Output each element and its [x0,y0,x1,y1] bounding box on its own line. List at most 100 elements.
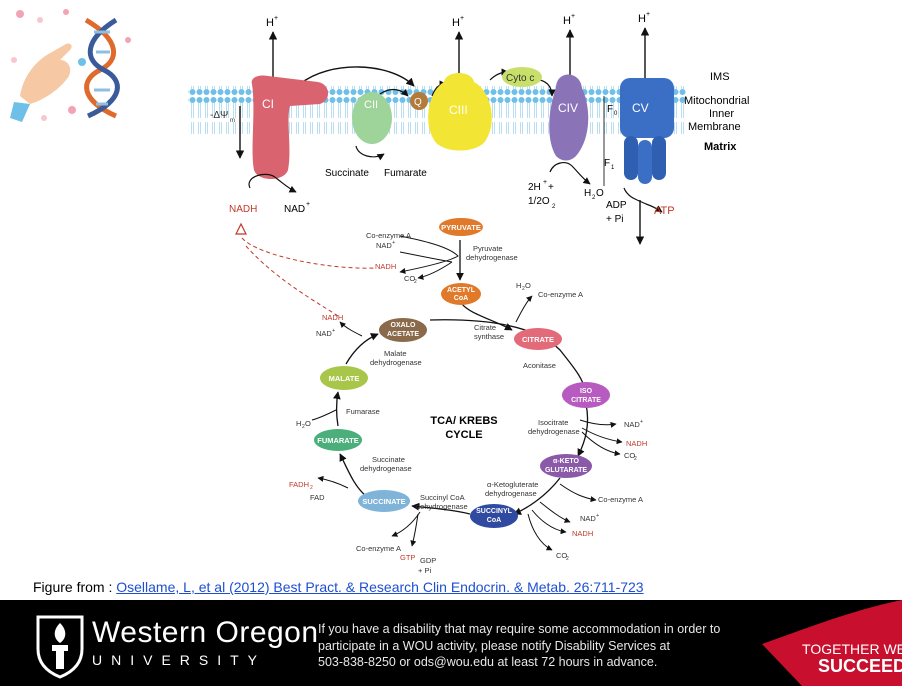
succinate-membrane-label: Succinate [325,168,369,179]
complex-ii-label: CII [364,99,378,111]
sdh-label-2: dehydrogenase [360,464,412,473]
nad-4-sup: + [332,328,335,334]
tagline-line-1: TOGETHER WE [802,641,902,657]
dna-hand-illustration [10,9,131,122]
gdp-pi-label: + Pi [418,566,431,575]
h2o-2-o: O [305,419,311,428]
h-plus-sup-1: + [274,15,278,22]
membrane-reactions: NADH NAD + Succinate Fumarate 2H + + 1/2… [229,145,675,225]
two-h-tail: + [548,182,554,193]
keto-label-2: GLUTARATE [545,467,587,474]
malate-label: MALATE [329,374,360,383]
succinyl-label-2: CoA [487,517,501,524]
f1-label: F [604,158,610,169]
nad-1-sup: + [392,240,395,246]
wou-wordmark: Western Oregon UNIVERSITY [92,616,319,669]
malate-node: MALATE [320,366,368,390]
sdh-label-1: Succinate [372,455,405,464]
cs-label-1: Citrate [474,323,496,332]
figure-caption: Figure from : Osellame, L, et al (2012) … [33,579,644,595]
nad-3: NAD [580,514,596,523]
pyruvate-label: PYRUVATE [441,223,481,232]
h-plus-4: H [638,13,646,25]
tagline: TOGETHER WE SUCCEED [776,641,902,676]
coa-3: Co-enzyme A [598,495,643,504]
wou-torch-logo [36,615,84,679]
notice-line-1: If you have a disability that may requir… [318,622,721,636]
tca-title: TCA/ KREBS CYCLE [430,415,497,441]
caption-prefix: Figure from : [33,579,117,595]
co2-1: CO [404,274,415,283]
nad-plus-label: NAD [284,204,305,215]
fumarate-membrane-label: Fumarate [384,168,427,179]
oxalo-label-1: OXALO [391,322,416,329]
f1-sub: 1 [611,165,615,171]
f0-sub: 0 [614,111,618,117]
cytochrome-c: Cyto c [502,67,542,87]
h2o-membrane-o: O [596,188,604,199]
nadh-3: NADH [572,529,593,538]
iso-label-1: ISO [580,388,593,395]
two-h-sup: + [543,179,547,186]
pdh-label-1: Pyruvate [473,244,503,253]
h2o-1-o: O [525,281,531,290]
tca-title-line1: TCA/ KREBS [430,415,497,427]
nad-2: NAD [624,420,640,429]
cofactor-labels: Co-enzyme A NAD + NADH CO 2 H 2 O Co-enz… [289,231,647,575]
half-o2-label: 1/2O [528,196,550,207]
cs-label-2: synthase [474,332,504,341]
h2o-membrane-sub: 2 [592,195,596,201]
delta-psi-sub: m [230,118,235,124]
fad-label: FAD [310,493,325,502]
succinyl-coa-node: SUCCINYL CoA [470,504,518,528]
fadh2-label: FADH [289,480,309,489]
idh-label-2: dehydrogenase [528,427,580,436]
scs-label-1: Succinyl CoA [420,493,465,502]
pi-label: + Pi [606,214,624,225]
adp-label: ADP [606,200,627,211]
red-accent-shape [762,600,902,686]
university-name: Western Oregon [92,616,319,649]
complex-iii-label: CIII [449,103,468,117]
h-plus-sup-2: + [460,15,464,22]
complex-v-label: CV [632,101,649,115]
complex-iii: CIII [428,73,492,151]
citation-link[interactable]: Osellame, L, et al (2012) Best Pract. & … [116,579,644,595]
matrix-label: Matrix [704,141,737,153]
atp-label: ATP [654,205,675,217]
inner-membrane-line2: Inner [709,108,734,120]
succinate-node: SUCCINATE [358,490,410,512]
nadh-4: NADH [322,313,343,322]
aconitase-label: Aconitase [523,361,556,370]
inner-membrane-line3: Membrane [688,121,741,133]
complex-ii: CII [352,92,392,144]
iso-citrate-node: ISO CITRATE [562,382,610,408]
complex-iv: CIV [549,74,589,161]
q-label: Q [414,97,422,108]
h2o-1-sub: 2 [522,286,525,292]
fumarase-label: Fumarase [346,407,380,416]
tagline-line-2: SUCCEED [817,656,902,676]
h-plus-3: H [563,15,571,27]
two-h-label: 2H [528,182,541,193]
cyto-c-label: Cyto c [506,73,534,84]
acetyl-label-1: ACETYL [447,287,476,294]
keto-label-1: α-KETO [553,458,580,465]
succinyl-label-1: SUCCINYL [476,508,513,515]
idh-label-1: Isocitrate [538,418,568,427]
nad-plus-sup: + [306,201,310,208]
co2-1-sub: 2 [414,279,417,285]
fadh2-sub: 2 [310,485,313,491]
mdh-label-2: dehydrogenase [370,358,422,367]
nad-3-sup: + [596,513,599,519]
iso-label-2: CITRATE [571,397,601,404]
inner-membrane-line1: Mitochondrial [684,95,749,107]
university-sub: UNIVERSITY [92,652,267,668]
acetyl-label-2: CoA [454,295,468,302]
ubiquinone: Q [410,92,428,110]
nad-4: NAD [316,329,332,338]
f0-label: F [607,104,613,115]
